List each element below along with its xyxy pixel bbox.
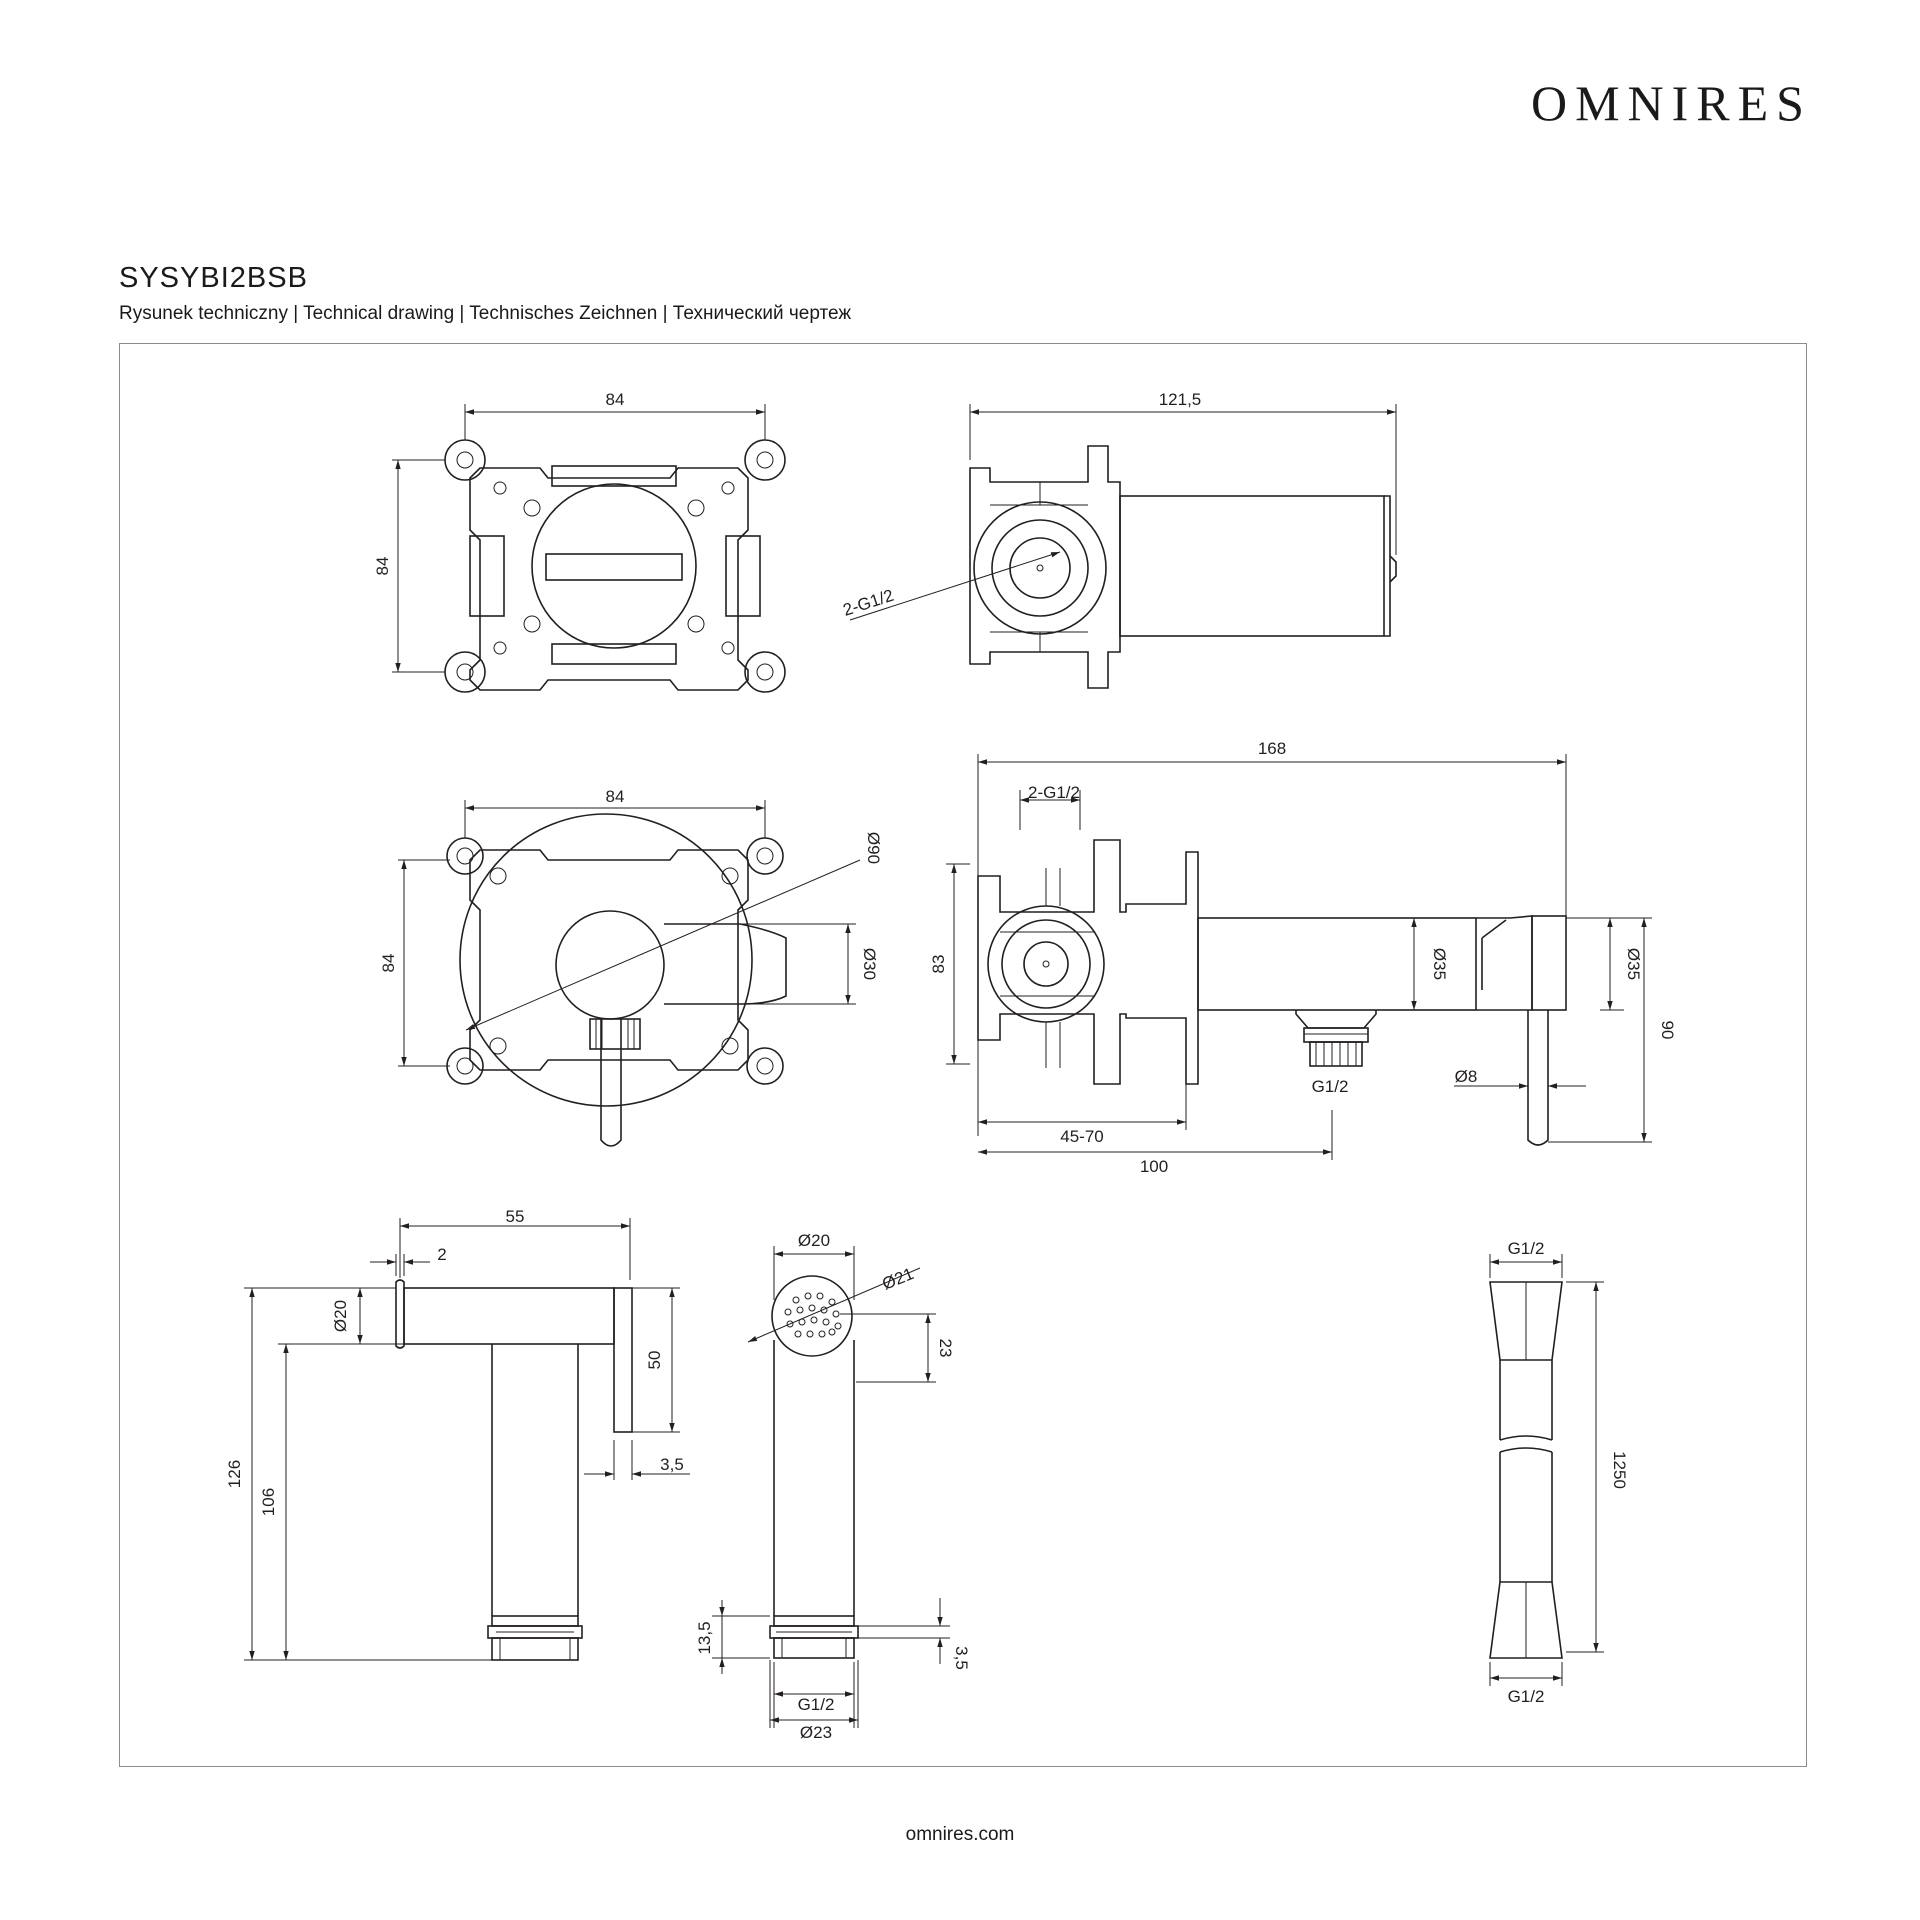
dim-mixer-side-length: 168 — [1258, 739, 1286, 758]
dim-mixer-side-height: 83 — [929, 955, 948, 974]
dim-handshower-thread-offset: 3,5 — [952, 1646, 971, 1670]
dim-mixer-outlet-distance: 100 — [1140, 1157, 1168, 1176]
dim-mixer-side-thread: 2-G1/2 — [1028, 783, 1080, 802]
dim-mixer-plate-dia: Ø90 — [864, 832, 883, 864]
model-code: SYSYBI2BSB — [119, 262, 308, 294]
footer-url[interactable]: omnires.com — [905, 1824, 1015, 1845]
mixer-front-view — [398, 800, 861, 1147]
dim-handshower-total-height: 126 — [225, 1460, 244, 1488]
drawing-subtitle: Rysunek techniczny | Technical drawing |… — [119, 303, 852, 324]
dim-mixer-holder-dia: Ø35 — [1624, 948, 1643, 980]
dim-handshower-base-dia: Ø23 — [800, 1723, 832, 1742]
dim-handshower-button-offset: 3,5 — [660, 1455, 684, 1474]
box-side-view — [849, 404, 1397, 689]
dim-handshower-face-height: 23 — [936, 1339, 955, 1358]
dim-handshower-thread: G1/2 — [798, 1695, 835, 1714]
dim-hose-length: 1250 — [1610, 1451, 1629, 1489]
dim-box-front-height: 84 — [373, 557, 392, 576]
box-front-view — [392, 404, 786, 693]
dim-handshower-head-dia: Ø20 — [331, 1300, 350, 1332]
dim-mixer-lever-dia: Ø8 — [1455, 1067, 1478, 1086]
dim-handshower-gap: 2 — [437, 1245, 446, 1264]
dim-handshower-body-height: 106 — [259, 1488, 278, 1516]
drawing-frame — [119, 343, 1807, 1767]
dim-mixer-body-dia: Ø35 — [1430, 948, 1449, 980]
dim-hose-bottom-thread: G1/2 — [1508, 1687, 1545, 1706]
dim-mixer-outlet-thread: G1/2 — [1312, 1077, 1349, 1096]
handshower-front-view — [712, 1246, 950, 1728]
mixer-side-view — [946, 754, 1652, 1160]
dim-hose-top-thread: G1/2 — [1508, 1239, 1545, 1258]
hose-view — [1489, 1254, 1604, 1686]
dim-mixer-handle-dia: Ø30 — [860, 948, 879, 980]
dim-mixer-front-height: 84 — [379, 954, 398, 973]
brand-logo: OMNIRES — [1530, 75, 1812, 131]
dim-box-side-depth: 121,5 — [1159, 390, 1202, 409]
spray-nozzles — [784, 1292, 842, 1338]
dim-box-side-thread: 2-G1/2 — [841, 586, 896, 620]
dim-handshower-length: 55 — [506, 1207, 525, 1226]
dim-handshower-top-dia: Ø20 — [798, 1231, 830, 1250]
dim-box-front-width: 84 — [606, 390, 625, 409]
dim-mixer-total-height: 90 — [1658, 1021, 1677, 1040]
dim-mixer-wall-range: 45-70 — [1060, 1127, 1103, 1146]
dim-mixer-front-width: 84 — [606, 787, 625, 806]
handshower-side-view — [244, 1218, 690, 1661]
dim-handshower-thread-height: 13,5 — [695, 1621, 714, 1654]
dim-handshower-face-dia: Ø21 — [879, 1264, 916, 1294]
dim-handshower-button-len: 50 — [645, 1351, 664, 1370]
